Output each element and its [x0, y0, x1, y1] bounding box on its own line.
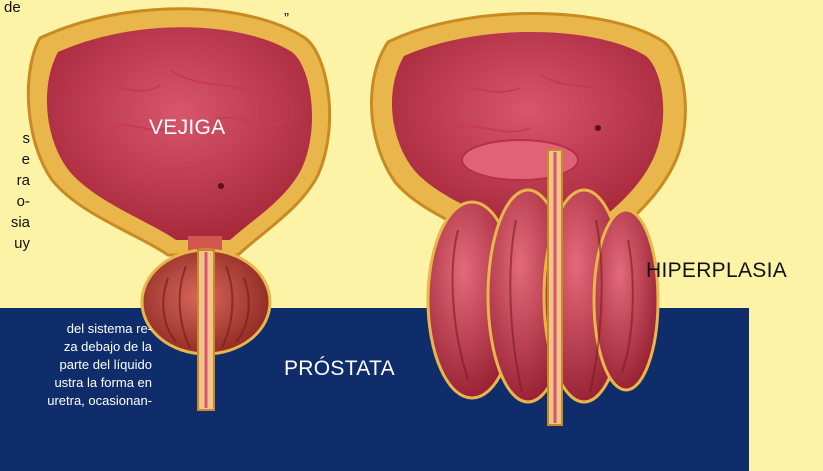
label-hiperplasia: HIPERPLASIA — [646, 259, 787, 283]
caption-line-2: za debajo de la — [0, 338, 152, 356]
top-text-fragment: de — [4, 0, 21, 18]
left-fragment-3: ra — [0, 170, 30, 191]
label-vejiga: VEJIGA — [149, 116, 226, 140]
label-prostata: PRÓSTATA — [284, 357, 395, 381]
left-fragment-1: s — [0, 128, 30, 149]
left-fragment-6: uy — [0, 233, 30, 254]
caption-line-4: ustra la forma en — [0, 374, 152, 392]
caption-line-3: parte del líquido — [0, 356, 152, 374]
left-fragment-5: sia — [0, 212, 30, 233]
left-fragment-2: e — [0, 149, 30, 170]
left-fragment-4: o- — [0, 191, 30, 212]
caption-line-1: del sistema re- — [0, 320, 152, 338]
caption-line-5: uretra, ocasionan- — [0, 392, 152, 410]
quote-mark: ” — [284, 8, 289, 29]
